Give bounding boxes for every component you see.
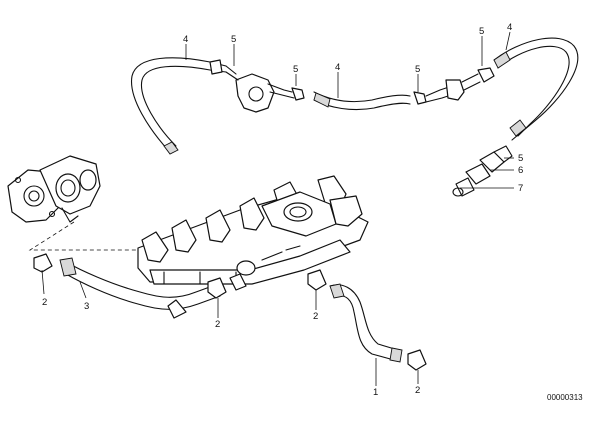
callout-clip-3: 5 — [415, 64, 420, 75]
callout-hose-top-right: 4 — [507, 22, 512, 33]
callout-sensor-washer: 6 — [518, 165, 523, 176]
callout-clamp-3: 2 — [313, 311, 318, 322]
upper-hose-assembly — [131, 37, 579, 155]
lower-hose-front — [59, 257, 221, 319]
callout-clamp-1: 2 — [42, 297, 47, 308]
thermostat-housing — [7, 155, 101, 223]
document-number: 00000313 — [547, 393, 583, 402]
clamps — [33, 253, 427, 371]
leader-lines — [41, 31, 514, 386]
callout-hose-top-middle: 4 — [335, 62, 340, 73]
intake-manifold — [137, 175, 369, 285]
callout-seal-ring: 7 — [518, 183, 523, 194]
lower-hose-main — [329, 283, 403, 363]
callout-clip-5: 5 — [518, 153, 523, 164]
callout-hose-top-left: 4 — [183, 34, 188, 45]
temperature-sensor — [452, 145, 513, 197]
callout-hose-main: 1 — [373, 387, 378, 398]
callout-clip-1: 5 — [231, 34, 236, 45]
callout-hose-front: 3 — [84, 301, 89, 312]
callout-clip-2: 5 — [293, 64, 298, 75]
callout-labels: 4 5 5 4 5 5 4 5 6 7 2 3 2 2 1 2 — [42, 22, 523, 398]
callout-clamp-2: 2 — [215, 319, 220, 330]
callout-clip-4: 5 — [479, 26, 484, 37]
callout-clamp-4: 2 — [415, 385, 420, 396]
